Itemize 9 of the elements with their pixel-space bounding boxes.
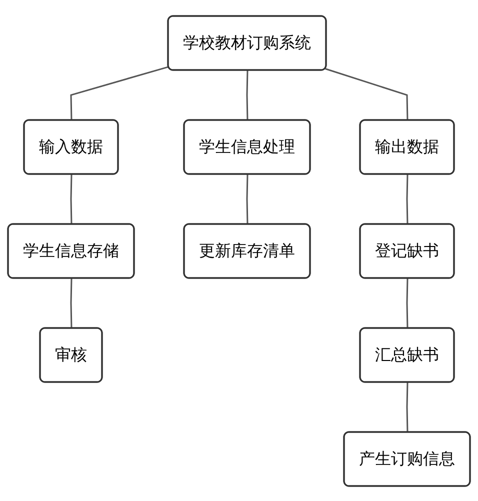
- connector: [406, 278, 408, 328]
- connector: [70, 66, 169, 120]
- connector: [70, 278, 72, 328]
- connector: [325, 68, 408, 120]
- connector: [246, 70, 248, 120]
- connector: [246, 174, 248, 224]
- connector: [406, 382, 408, 432]
- connector: [406, 174, 408, 224]
- connector: [70, 174, 72, 224]
